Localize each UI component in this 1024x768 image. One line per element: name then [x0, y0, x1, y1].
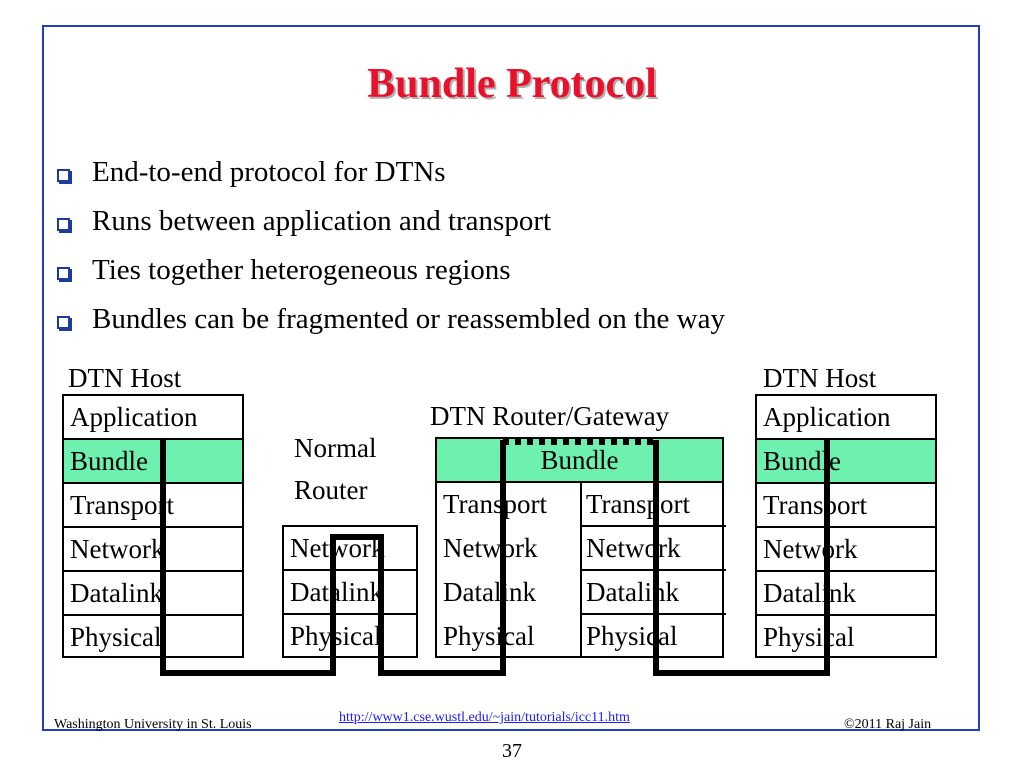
right-host-label: DTN Host [763, 363, 877, 393]
bullet-text: Ties together heterogeneous regions [92, 254, 511, 286]
left-host-stack: Application Bundle Transport Network Dat… [62, 394, 244, 658]
bullet-item: Ties together heterogeneous regions [55, 248, 725, 297]
layer-datalink: Datalink [757, 572, 935, 616]
layer-physical: Physical [586, 621, 678, 651]
layer-network: Network [757, 528, 935, 572]
layer-network: Network [64, 528, 242, 572]
bullet-text: End-to-end protocol for DTNs [92, 156, 446, 188]
right-host-stack: Application Bundle Transport Network Dat… [755, 394, 937, 658]
router-label-line2: Router [294, 475, 368, 505]
layer-transport: Transport [443, 489, 548, 519]
checkbox-bullet-icon [57, 218, 70, 231]
layer-bundle: Bundle [757, 440, 935, 484]
layer-datalink: Datalink [64, 572, 242, 616]
gateway-divider [580, 483, 582, 656]
bullet-item: Bundles can be fragmented or reassembled… [55, 297, 725, 346]
layer-datalink: Datalink [284, 571, 416, 615]
router-stack: Network Datalink Physical [282, 525, 418, 658]
layer-datalink: Datalink [443, 577, 536, 607]
checkbox-bullet-icon [57, 267, 70, 280]
layer-transport: Transport [757, 484, 935, 528]
layer-physical: Physical [763, 622, 855, 652]
checkbox-bullet-icon [57, 169, 70, 182]
layer-network: Network [443, 533, 538, 563]
layer-physical: Physical [70, 622, 162, 652]
footer-institution: Washington University in St. Louis [54, 717, 252, 732]
bullet-item: End-to-end protocol for DTNs [55, 150, 725, 199]
layer-application: Application [64, 396, 242, 440]
bullet-item: Runs between application and transport [55, 199, 725, 248]
layer-network: Network [284, 527, 416, 571]
page-number: 37 [502, 740, 522, 762]
gateway-label: DTN Router/Gateway [430, 401, 670, 431]
footer-link[interactable]: http://www1.cse.wustl.edu/~jain/tutorial… [339, 710, 630, 725]
gateway-stack: Bundle Transport Transport Network Netwo… [435, 437, 726, 658]
bullet-list: End-to-end protocol for DTNs Runs betwee… [55, 150, 725, 346]
layer-transport: Transport [64, 484, 242, 528]
layer-bundle: Bundle [64, 440, 242, 484]
layer-network: Network [582, 527, 726, 571]
slide-frame [42, 25, 980, 731]
router-label-line1: Normal [294, 433, 377, 463]
layer-application: Application [757, 396, 935, 440]
bullet-text: Bundles can be fragmented or reassembled… [92, 303, 725, 335]
layer-bundle: Bundle [437, 439, 722, 483]
layer-physical: Physical [290, 621, 382, 651]
checkbox-bullet-icon [57, 316, 70, 329]
layer-transport: Transport [582, 483, 726, 527]
layer-physical: Physical [443, 621, 535, 651]
bullet-text: Runs between application and transport [92, 205, 552, 237]
footer-copyright: ©2011 Raj Jain [844, 717, 932, 732]
layer-datalink: Datalink [582, 571, 726, 615]
left-host-label: DTN Host [68, 363, 182, 393]
slide-title: Bundle Protocol [367, 61, 657, 107]
